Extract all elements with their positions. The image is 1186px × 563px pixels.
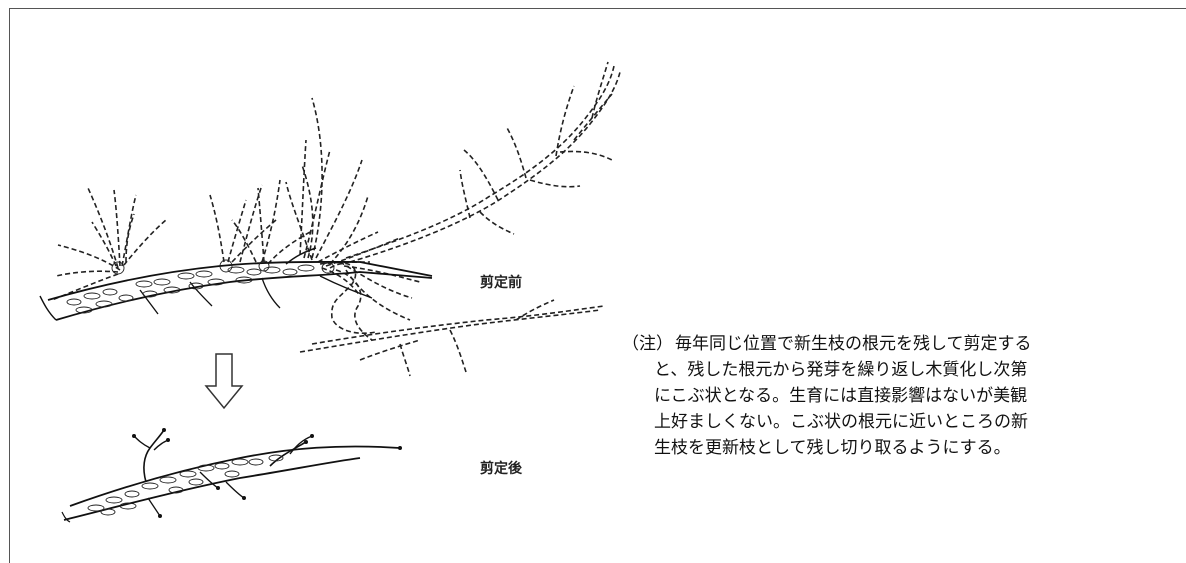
down-arrow-icon <box>204 353 244 410</box>
new-shoots-dashed <box>51 61 621 377</box>
bud-dots <box>132 428 402 518</box>
note-line-3: にこぶ状となる。生育には直接影響はないが美観 <box>654 386 1028 406</box>
frame-left-border <box>9 8 10 563</box>
note-line-2: と、残した根元から発芽を繰り返し木質化し次第 <box>654 360 1028 380</box>
note-prefix: （注） <box>622 334 673 354</box>
note-line-1: （注）毎年同じ位置で新生枝の根元を残して剪定する <box>622 331 1032 357</box>
frame-top-border <box>9 8 1186 9</box>
branch-after <box>61 429 401 523</box>
bark-texture-before <box>66 259 335 314</box>
note-line-4: 上好ましくない。こぶ状の根元に近いところの新 <box>654 412 1028 432</box>
note-text: （注）毎年同じ位置で新生枝の根元を残して剪定する と、残した根元から発芽を繰り返… <box>622 331 1032 461</box>
note-line-5: 生枝を更新枝として残し切り取るようにする。 <box>654 438 1011 458</box>
bark-texture-after <box>87 454 284 516</box>
label-before-pruning: 剪定前 <box>480 275 522 291</box>
label-after-pruning: 剪定後 <box>480 461 522 477</box>
note-line-text: 毎年同じ位置で新生枝の根元を残して剪定する <box>675 334 1032 354</box>
